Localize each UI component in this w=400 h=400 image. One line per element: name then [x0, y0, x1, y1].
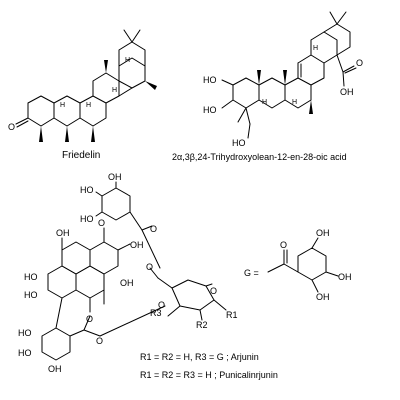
substituent-line-arjunin: R1 = R2 = H, R3 = G ; Arjunin	[140, 352, 259, 362]
g-oh-label-3: OH	[316, 292, 330, 302]
top-galloyl-oh-label-1: OH	[108, 172, 122, 182]
g-equals-label: G =	[244, 268, 259, 278]
ellagic-oh-label-1: OH	[56, 228, 70, 238]
sugar-r1-label: R1	[226, 310, 238, 320]
ellagic-oh-label-3: OH	[120, 278, 134, 288]
bottom-galloyl-ho-label-1: HO	[18, 328, 32, 338]
ellagic-ho-label-1: HO	[24, 272, 38, 282]
oleanolic-3-hydroxyl-label: HO	[203, 105, 217, 115]
sugar-ring-oxygen-left: O	[158, 300, 165, 310]
ellagic-oxygen-label-1: O	[98, 218, 105, 228]
oleanolic-caption: 2α,3β,24-Trihydroxyolean-12-en-28-oic ac…	[172, 152, 347, 162]
top-galloyl-carbonyl-oxygen: O	[150, 224, 157, 234]
oleanolic-carbonyl-oxygen-label: O	[356, 58, 363, 68]
top-galloyl-ho-label-2: HO	[80, 214, 94, 224]
ellagic-ho-label-2: HO	[24, 290, 38, 300]
top-galloyl-ho-label-1: HO	[80, 185, 94, 195]
ellagic-oxygen-label-2: O	[86, 314, 93, 324]
friedelin-h-label-3: H	[112, 87, 117, 94]
bottom-galloyl-oh-label: OH	[48, 364, 62, 374]
oleanolic-h-label-2: H	[262, 99, 267, 106]
sugar-r3-label: R3	[150, 308, 162, 318]
oleanolic-h-label-3: H	[313, 45, 318, 52]
oleanolic-2-hydroxyl-label: HO	[203, 75, 217, 85]
friedelin-ketone-oxygen-label: O	[8, 122, 15, 132]
g-oh-label-2: OH	[338, 272, 352, 282]
friedelin-h-label-2: H	[86, 102, 91, 109]
friedelin-h-label-4: H	[125, 57, 130, 64]
substituent-legend: R1 = R2 = H, R3 = G ; Arjunin R1 = R2 = …	[140, 352, 278, 380]
ellagic-oh-label-2: OH	[130, 240, 144, 250]
substituent-line-punicalinrjunin: R1 = R2 = R3 = H ; Punicalinrjunin	[140, 370, 278, 380]
sugar-r2-label: R2	[196, 320, 208, 330]
friedelin-h-label-1: H	[60, 102, 65, 109]
oleanolic-h-label-1: H	[292, 99, 297, 106]
sugar-ring-oxygen: O	[210, 286, 217, 296]
bottom-galloyl-ho-label-2: HO	[18, 348, 32, 358]
friedelin-structure: O H H H H Friedelin	[8, 29, 157, 161]
ellagitannin-structure: OH HO HO O OH O OH HO HO OH O HO HO OH O…	[18, 172, 238, 374]
sugar-ring-oxygen-upper: O	[146, 262, 153, 272]
g-carbonyl-oxygen: O	[280, 240, 287, 250]
bottom-galloyl-carbonyl-oxygen: O	[96, 336, 103, 346]
oleanolic-acid-hydroxyl-label: OH	[340, 87, 354, 97]
oleanolic-24-hydroxyl-label: HO	[232, 138, 246, 148]
g-oh-label-1: OH	[316, 228, 330, 238]
friedelin-caption: Friedelin	[62, 150, 100, 161]
trihydroxyolean-structure: HO HO HO O OH H H H 2α,3β,24-Trihydroxyo…	[172, 11, 363, 162]
g-group-definition: G = O OH OH OH	[244, 228, 352, 302]
